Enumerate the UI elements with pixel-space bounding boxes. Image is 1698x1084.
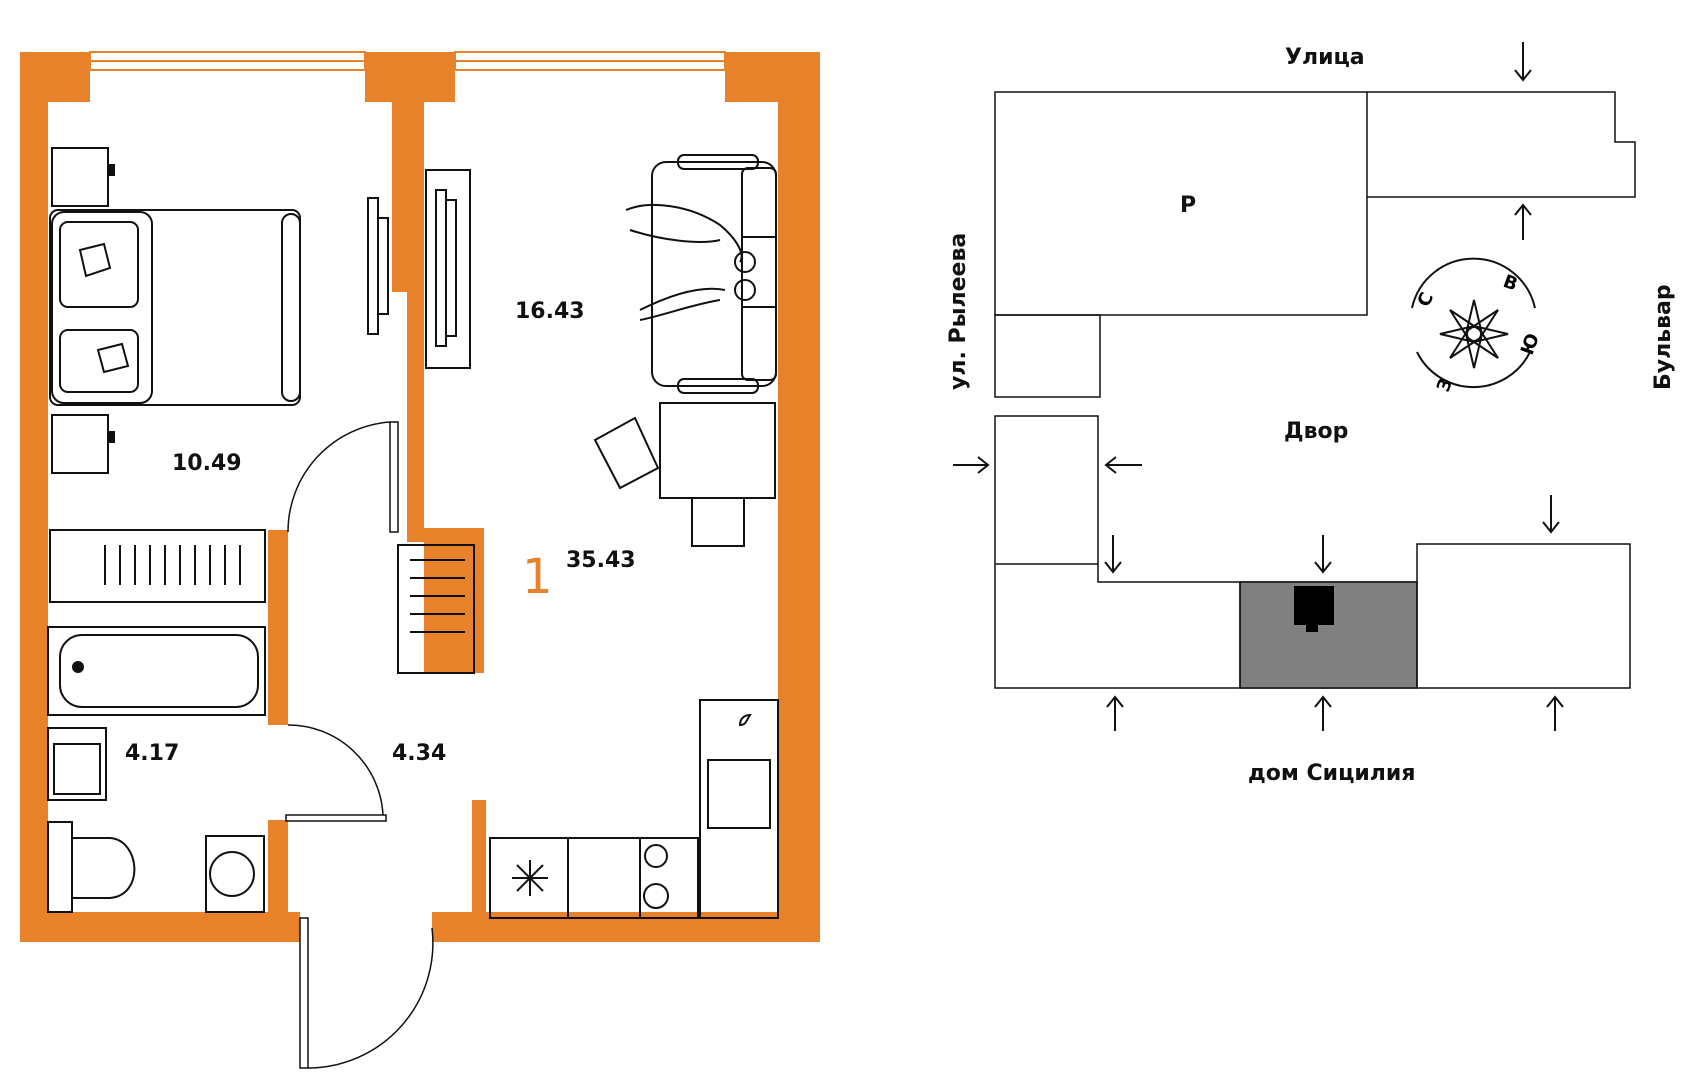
walls bbox=[20, 52, 820, 942]
hall-area: 4.34 bbox=[392, 741, 446, 766]
building-left-wing bbox=[994, 415, 1631, 689]
total-area: 35.43 bbox=[566, 548, 636, 573]
windows bbox=[89, 51, 726, 71]
bathroom-area: 4.17 bbox=[125, 741, 179, 766]
street-top-label: Улица bbox=[1285, 45, 1365, 70]
pillow-icon bbox=[96, 342, 130, 374]
building-left-small bbox=[994, 314, 1101, 398]
toilet-icon bbox=[47, 821, 136, 913]
rooms-count: 1 bbox=[522, 549, 553, 605]
building-p bbox=[994, 91, 1368, 316]
building-top-right bbox=[1367, 91, 1636, 198]
radiator-icon bbox=[397, 544, 475, 674]
compass-icon bbox=[1411, 257, 1536, 389]
kitchen-counter bbox=[489, 699, 779, 919]
bedroom-area: 10.49 bbox=[172, 451, 242, 476]
washer-icon bbox=[205, 835, 265, 913]
pillow-icon bbox=[78, 242, 112, 278]
floor-plan: 10.49 16.43 1 35.43 4.17 4.34 bbox=[20, 51, 820, 1069]
yard-label: Двор bbox=[1284, 419, 1348, 444]
site-plan bbox=[953, 42, 1636, 731]
bed-icon bbox=[49, 209, 301, 406]
nightstand-icon bbox=[51, 414, 109, 474]
bathtub-icon bbox=[47, 626, 266, 716]
building-bottom-label: дом Сицилия bbox=[1248, 761, 1415, 786]
stove-icon bbox=[643, 844, 669, 909]
compass-w: З bbox=[1433, 376, 1457, 395]
nightstand-icon bbox=[51, 147, 109, 207]
radiator-icon bbox=[49, 529, 266, 603]
sofa-icon bbox=[625, 154, 777, 394]
compass-n: С bbox=[1413, 289, 1438, 310]
chair-icon bbox=[593, 416, 745, 547]
door-swing bbox=[285, 421, 434, 1069]
living-area: 16.43 bbox=[515, 299, 585, 324]
furniture bbox=[47, 147, 779, 1069]
street-left-label: ул. Рылеева bbox=[946, 233, 971, 390]
building-p-label: Р bbox=[1180, 193, 1196, 218]
fridge-icon bbox=[489, 837, 569, 919]
compass-e: В bbox=[1500, 271, 1520, 295]
sink-icon bbox=[47, 727, 107, 801]
street-right-label: Бульвар bbox=[1651, 284, 1676, 390]
apartment-marker bbox=[1294, 586, 1334, 632]
room-labels: 10.49 16.43 1 35.43 4.17 4.34 bbox=[125, 299, 636, 766]
entrance-arrow-icon bbox=[953, 42, 1564, 731]
tv-icon bbox=[425, 169, 471, 369]
table-icon bbox=[659, 402, 776, 499]
compass-s: Ю bbox=[1517, 331, 1544, 358]
tv-icon bbox=[367, 197, 389, 335]
